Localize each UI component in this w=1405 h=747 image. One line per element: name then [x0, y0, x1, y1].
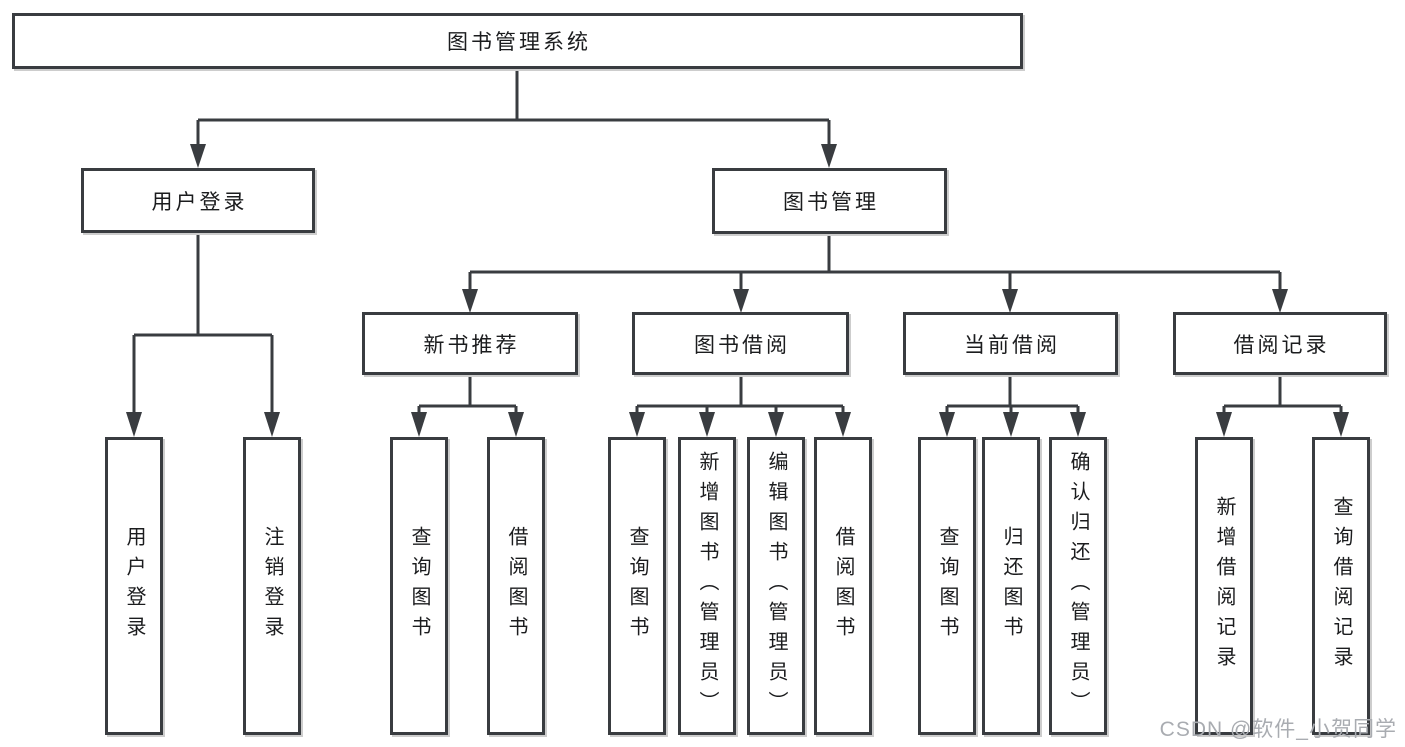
node-label: 借阅图书	[832, 526, 854, 646]
csdn-watermark: CSDN @软件_小贺同学	[1159, 718, 1397, 741]
node-query-books-borrowing: 查询图书	[608, 437, 666, 735]
node-book-management-branch: 图书管理	[712, 168, 947, 234]
node-label: 借阅记录	[1233, 333, 1330, 357]
node-borrow-books-borrowing: 借阅图书	[814, 437, 872, 735]
node-query-books-current: 查询图书	[918, 437, 976, 735]
node-query-borrow-record: 查询借阅记录	[1312, 437, 1370, 735]
node-label: 新书推荐	[423, 333, 520, 357]
node-label: 编辑图书（管理员）	[765, 451, 787, 721]
node-borrowing-records: 借阅记录	[1173, 312, 1387, 375]
node-new-book-recommend: 新书推荐	[362, 312, 578, 375]
node-label: 图书借阅	[694, 333, 790, 357]
node-label: 新增借阅记录	[1213, 496, 1235, 676]
node-return-book: 归还图书	[982, 437, 1040, 735]
node-label: 确认归还（管理员）	[1067, 451, 1089, 721]
node-user-login: 用户登录	[105, 437, 163, 735]
node-label: 当前借阅	[964, 333, 1060, 357]
node-add-borrow-record: 新增借阅记录	[1195, 437, 1253, 735]
node-label: 查询借阅记录	[1330, 496, 1352, 676]
node-label: 查询图书	[626, 526, 648, 646]
node-logout: 注销登录	[243, 437, 301, 735]
node-label: 用户登录	[151, 190, 248, 214]
node-user-login-branch: 用户登录	[81, 168, 315, 233]
node-label: 借阅图书	[505, 526, 527, 646]
node-label: 查询图书	[408, 526, 430, 646]
arrowheads	[126, 144, 1349, 437]
node-label: 注销登录	[261, 526, 283, 646]
node-confirm-return-admin: 确认归还（管理员）	[1049, 437, 1107, 735]
node-borrow-books-recommend: 借阅图书	[487, 437, 545, 735]
node-label: 用户登录	[123, 526, 145, 646]
node-current-borrowing: 当前借阅	[903, 312, 1118, 375]
node-library-management-system: 图书管理系统	[12, 13, 1023, 69]
node-book-borrowing: 图书借阅	[632, 312, 849, 375]
node-label: 新增图书（管理员）	[696, 451, 718, 721]
node-edit-book-admin: 编辑图书（管理员）	[747, 437, 805, 735]
node-label: 查询图书	[936, 526, 958, 646]
node-add-book-admin: 新增图书（管理员）	[678, 437, 736, 735]
node-label: 归还图书	[1000, 526, 1022, 646]
node-query-books-recommend: 查询图书	[390, 437, 448, 735]
node-label: 图书管理系统	[447, 31, 591, 54]
node-label: 图书管理	[783, 191, 879, 214]
